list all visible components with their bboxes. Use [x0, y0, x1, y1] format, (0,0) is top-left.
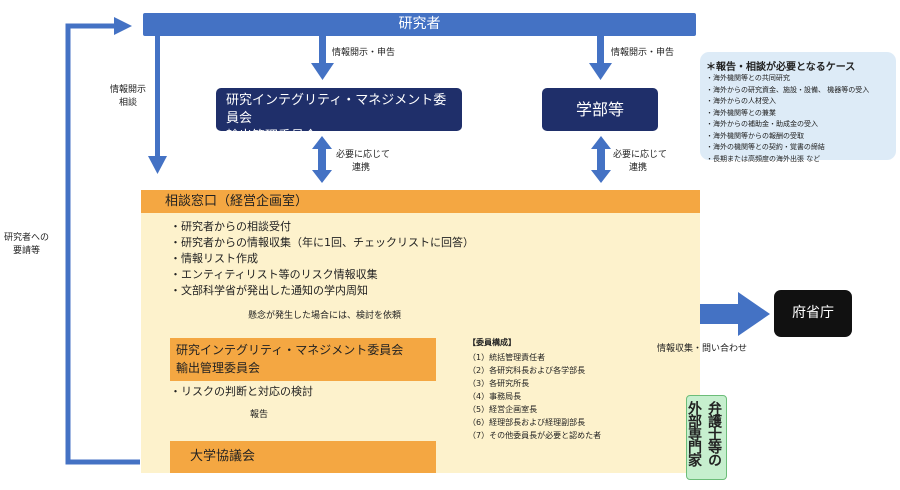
- task-item: ・情報リスト作成: [170, 252, 258, 265]
- coop-right-arrow: [591, 136, 611, 183]
- task-item: ・エンティティリスト等のリスク情報収集: [170, 268, 378, 281]
- case-item: ・海外からの補助金・助成金の受入: [706, 120, 818, 128]
- disclosure-label-right: 情報開示・申告: [611, 48, 675, 58]
- task-item: ・研究者からの相談受付: [170, 220, 291, 233]
- disclosure-label-left: 情報開示・申告: [332, 48, 396, 58]
- committee-mid-box: 研究インテグリティ・マネジメント委員会 輸出管理委員会: [170, 338, 436, 381]
- case-item: ・海外からの人材受入: [706, 97, 776, 105]
- member-item: （3）各研究所長: [468, 379, 530, 388]
- concern-label: 懸念が発生した場合には、検討を依頼: [248, 311, 402, 321]
- case-item: ・海外からの研究資金、施設・設備、 機器等の受入: [706, 85, 870, 94]
- to-committee-arrowhead: [311, 63, 334, 80]
- member-item: （7）その他委員長が必要と認めた者: [468, 431, 602, 440]
- disclosure-left-shaft: [155, 36, 160, 158]
- member-item: （2）各研究科長および各学部長: [468, 366, 586, 375]
- ministries-box: 府省庁: [774, 290, 852, 337]
- member-item: （4）事務局長: [468, 392, 522, 401]
- consultation-window-title: 相談窓口（経営企画室）: [141, 190, 700, 213]
- coop-right-label: 必要に応じて 連携: [613, 150, 668, 173]
- cases-title: ＊報告・相談が必要となるケース: [706, 62, 856, 73]
- request-line: [65, 23, 140, 465]
- coop-left-label: 必要に応じて 連携: [336, 150, 391, 173]
- member-item: （5）経営企画室長: [468, 405, 538, 414]
- task-item: ・文部科学省が発出した通知の学内周知: [170, 284, 368, 297]
- case-item: ・長期または高頻度の海外出張 など: [706, 154, 821, 163]
- request-arrowhead: [114, 17, 132, 35]
- member-item: （6）経理部長および経理副部長: [468, 418, 586, 427]
- left-label: 情報開示 相談: [110, 85, 147, 108]
- risk-text: ・リスクの判断と対応の検討: [170, 385, 313, 398]
- task-item: ・研究者からの情報収集（年に1回、チェックリストに回答）: [170, 236, 474, 249]
- case-item: ・海外機関等からの報酬の受取: [706, 131, 804, 140]
- to-faculty-shaft: [597, 36, 604, 64]
- case-item: ・海外機関等との兼業: [706, 108, 776, 117]
- gov-label: 情報収集・問い合わせ: [657, 344, 748, 354]
- member-item: （1）統括管理責任者: [468, 353, 546, 362]
- members-title: 【委員構成】: [468, 338, 516, 347]
- univ-council-box: 大学協議会: [170, 441, 436, 473]
- case-item: ・海外機関等との共同研究: [706, 74, 790, 82]
- researcher-bar: 研究者: [143, 13, 696, 36]
- committee-top-box: 研究インテグリティ・マネジメント委員会 輸出管理委員会: [216, 88, 462, 144]
- cases-box: ＊報告・相談が必要となるケース ・海外機関等との共同研究 ・海外からの研究資金、…: [700, 52, 896, 163]
- coop-left-arrow: [312, 136, 332, 183]
- external-expert-box: 弁護士等の外部専門家: [686, 395, 727, 480]
- to-faculty-arrowhead: [589, 63, 612, 80]
- faculty-box: 学部等: [542, 88, 658, 131]
- disclosure-left-arrowhead: [148, 156, 167, 174]
- far-left-label: 研究者への 要請等: [4, 233, 50, 256]
- consultation-panel: [141, 190, 700, 473]
- to-committee-shaft: [319, 36, 326, 64]
- case-item: ・海外の機関等との契約・覚書の締結: [706, 143, 825, 151]
- report-label: 報告: [250, 410, 269, 420]
